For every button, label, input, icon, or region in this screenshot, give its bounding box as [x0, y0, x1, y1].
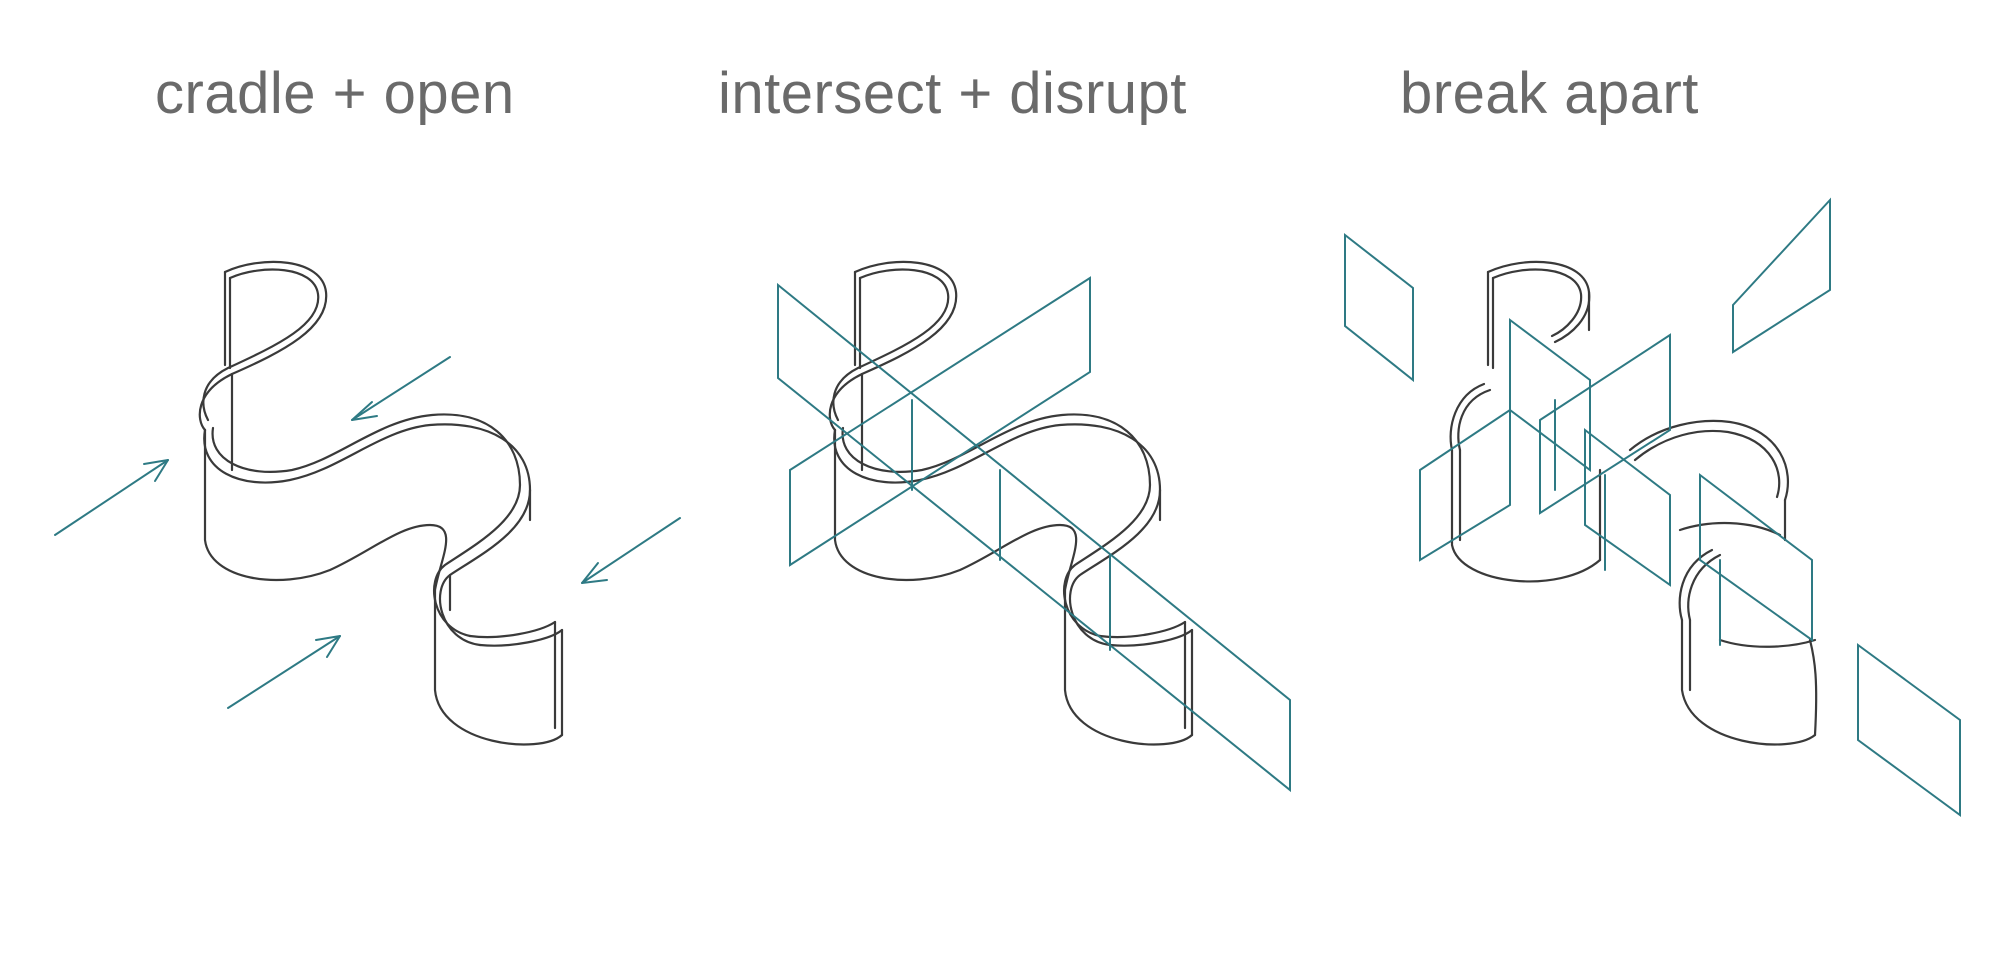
panel-intersect-disrupt [778, 262, 1290, 790]
panel-cradle-open [55, 262, 680, 745]
arrow-left [55, 460, 168, 535]
s-curve-wall-2 [830, 262, 1192, 745]
arrow-right [582, 518, 680, 583]
panel-break-apart [1345, 200, 1960, 815]
arrow-top-right [352, 357, 450, 420]
arrow-bottom [228, 636, 340, 708]
s-curve-wall-1 [200, 262, 562, 745]
floating-planes [1345, 200, 1960, 815]
